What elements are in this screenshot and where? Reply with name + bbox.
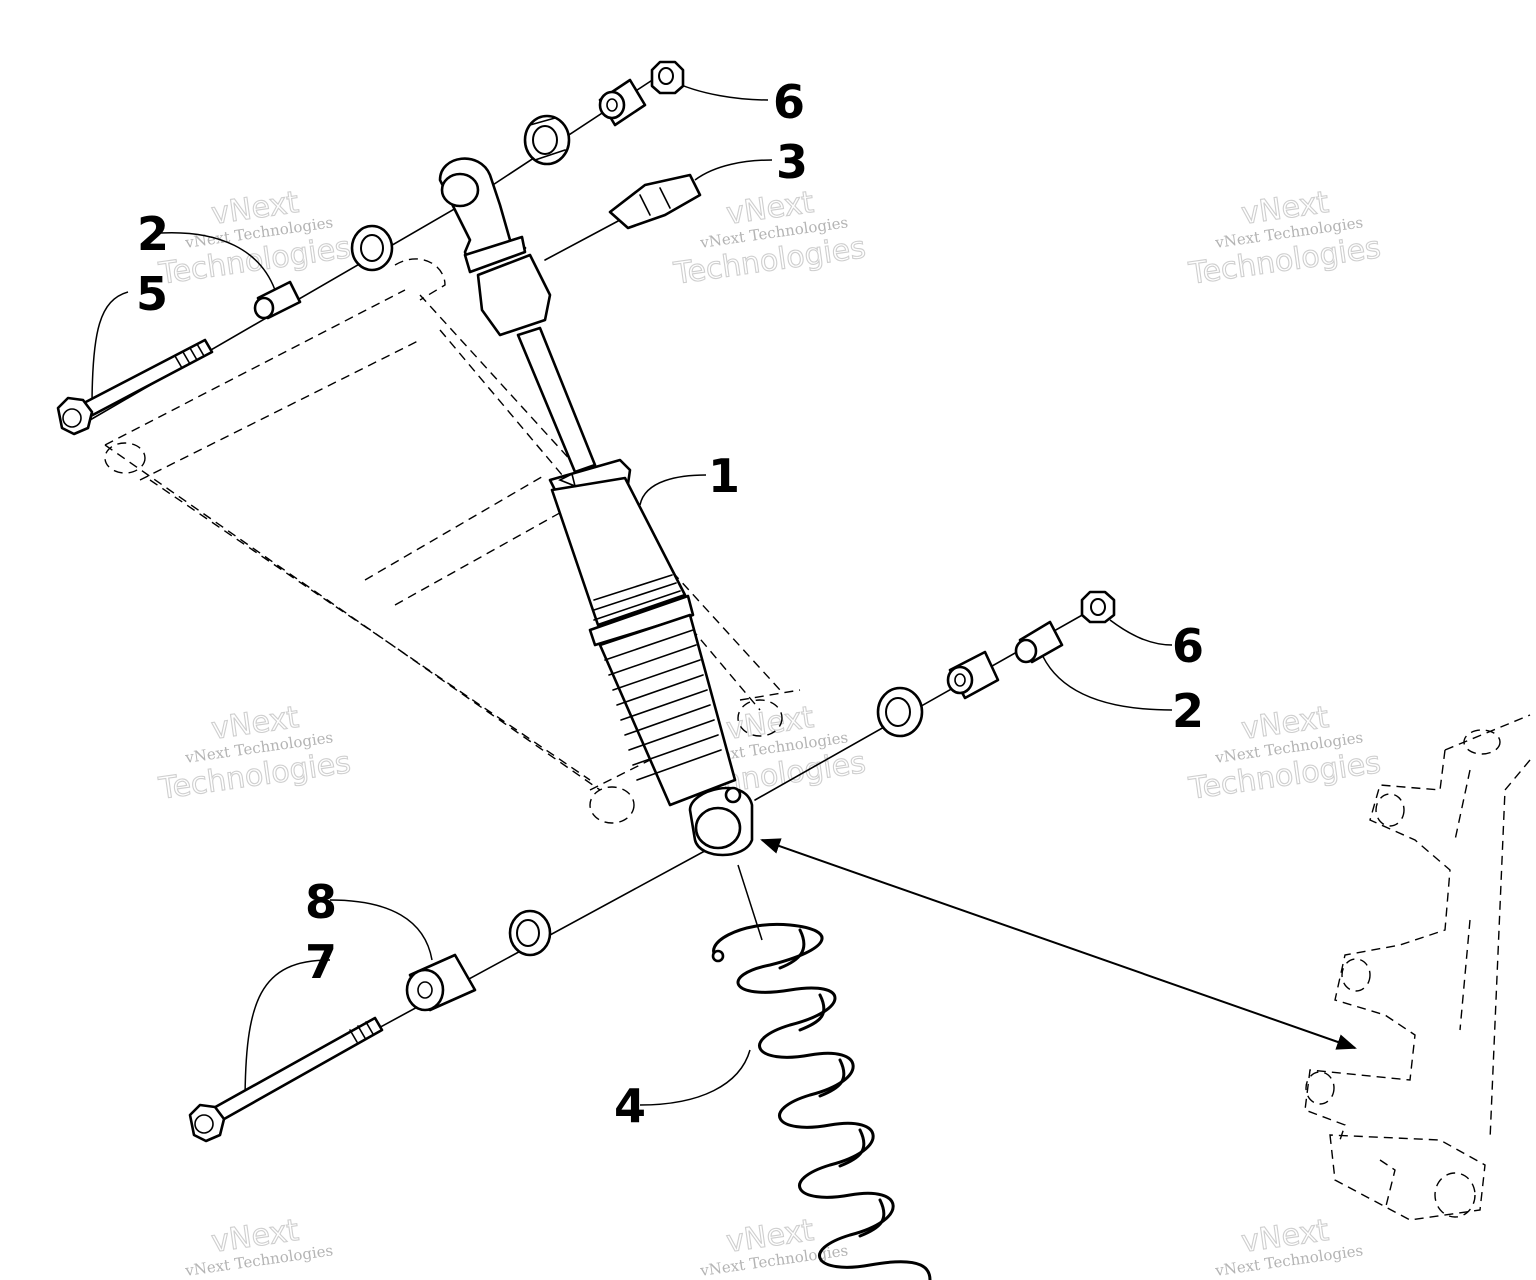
sleeve-right bbox=[1014, 620, 1064, 664]
spacer-bottom bbox=[405, 953, 477, 1012]
bushing-bottom bbox=[508, 909, 552, 957]
coil-spring bbox=[711, 922, 932, 1280]
callout-8: 8 bbox=[305, 875, 337, 929]
watermark: vNext vNext Technologies Technologies bbox=[156, 699, 354, 807]
bushing-top-right bbox=[523, 114, 571, 166]
callout-1: 1 bbox=[708, 449, 740, 503]
watermark: vNext vNext Technologies Technologies bbox=[671, 184, 869, 292]
watermark: vNext vNext Technologies Technologies bbox=[1186, 699, 1384, 807]
mounting-arrow bbox=[760, 838, 1357, 1050]
damper-clip bbox=[608, 173, 702, 230]
watermark: vNext vNext Technologies Technologies bbox=[156, 184, 354, 292]
watermark: vNext vNext Technologies bbox=[183, 1212, 334, 1280]
callout-6-right: 6 bbox=[1172, 619, 1204, 673]
callout-7: 7 bbox=[305, 935, 337, 989]
sleeve-top bbox=[253, 280, 302, 320]
watermark: vNext vNext Technologies Technologies bbox=[1186, 184, 1384, 292]
nut-right bbox=[1080, 590, 1116, 624]
spacer-top bbox=[598, 78, 647, 127]
callout-4: 4 bbox=[614, 1079, 646, 1133]
bolt-top bbox=[56, 338, 214, 436]
spindle-phantom bbox=[1304, 714, 1531, 1221]
a-arm-phantom bbox=[104, 258, 801, 824]
bolt-bottom bbox=[188, 1016, 384, 1143]
callout-5: 5 bbox=[136, 267, 168, 321]
callout-2-top: 2 bbox=[137, 207, 169, 261]
spacer-right bbox=[946, 650, 1000, 700]
leader-lines bbox=[91, 79, 1173, 1106]
callout-2-right: 2 bbox=[1172, 684, 1204, 738]
callout-3: 3 bbox=[776, 135, 808, 189]
callout-6-top: 6 bbox=[773, 75, 805, 129]
shock-absorber bbox=[438, 157, 754, 857]
callouts: 6 3 2 5 1 6 2 8 7 4 bbox=[136, 75, 1204, 1133]
nut-top bbox=[650, 60, 685, 95]
bushing-top-left bbox=[350, 224, 394, 272]
bushing-right bbox=[876, 686, 924, 738]
watermark: vNext vNext Technologies bbox=[1213, 1212, 1364, 1280]
